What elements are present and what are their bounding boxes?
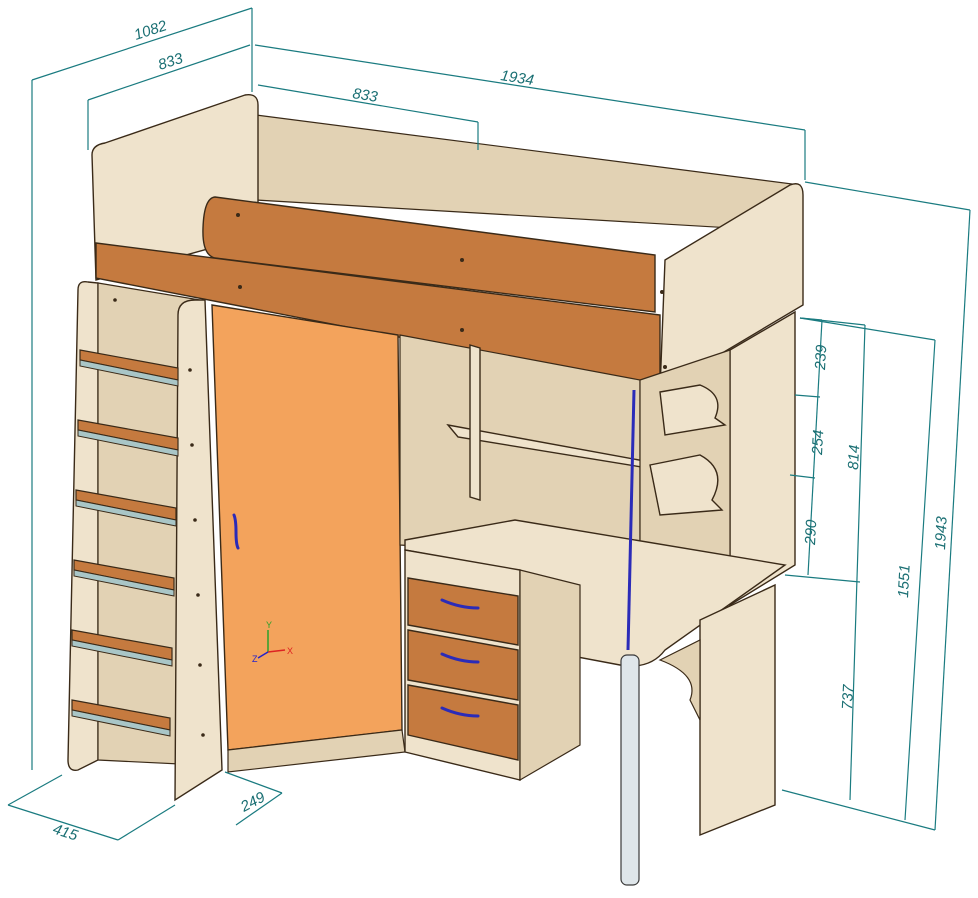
ladder-front-panel (174, 299, 223, 802)
dim-base: 415 249 (7, 771, 283, 845)
dim-right-stack: 239 254 290 814 1551 1943 737 (781, 181, 971, 831)
curved-shelf-2 (649, 454, 724, 516)
ladder-steps (71, 349, 179, 737)
dim-label-415: 415 (51, 821, 81, 845)
wardrobe-door (211, 304, 403, 751)
drawer-cabinet-side (519, 569, 581, 782)
dim-label-1082: 1082 (132, 17, 170, 44)
drawer-1-handle (440, 598, 480, 610)
svg-text:Z: Z (252, 654, 258, 664)
dim-label-1551: 1551 (895, 564, 914, 598)
drawer-2-handle (440, 652, 480, 664)
loft-bed-model: Y X Z (67, 94, 804, 886)
dim-length-inner: 833 (257, 84, 479, 150)
dim-label-833-left: 833 (156, 50, 186, 74)
dim-label-1934: 1934 (499, 67, 535, 89)
screw-holes (113, 213, 667, 737)
door-handle (232, 513, 240, 550)
drawer-2 (407, 629, 519, 701)
drawer-3-handle (440, 706, 480, 718)
dim-label-249: 249 (237, 788, 269, 816)
desk-support-curve (658, 639, 701, 721)
svg-text:X: X (287, 646, 293, 656)
support-pole-upper (626, 389, 636, 651)
dim-label-737: 737 (839, 684, 857, 711)
dim-label-254: 254 (809, 429, 827, 456)
dim-label-239: 239 (812, 344, 830, 372)
dim-label-290: 290 (802, 519, 820, 547)
right-footboard (659, 183, 804, 392)
desk-right-leg-panel (699, 583, 776, 837)
curved-shelf-1 (659, 384, 727, 436)
shelf-divider (469, 344, 481, 501)
drawer-1 (407, 577, 519, 646)
drawer-3 (407, 684, 519, 761)
dim-label-814: 814 (845, 444, 863, 470)
dim-label-833-top: 833 (351, 85, 379, 106)
dim-label-1943: 1943 (932, 515, 951, 550)
svg-text:Y: Y (266, 620, 272, 630)
support-pole (620, 654, 640, 886)
dim-length-total: 1934 (254, 44, 806, 180)
xyz-axis-icon: Y X Z (252, 620, 293, 664)
